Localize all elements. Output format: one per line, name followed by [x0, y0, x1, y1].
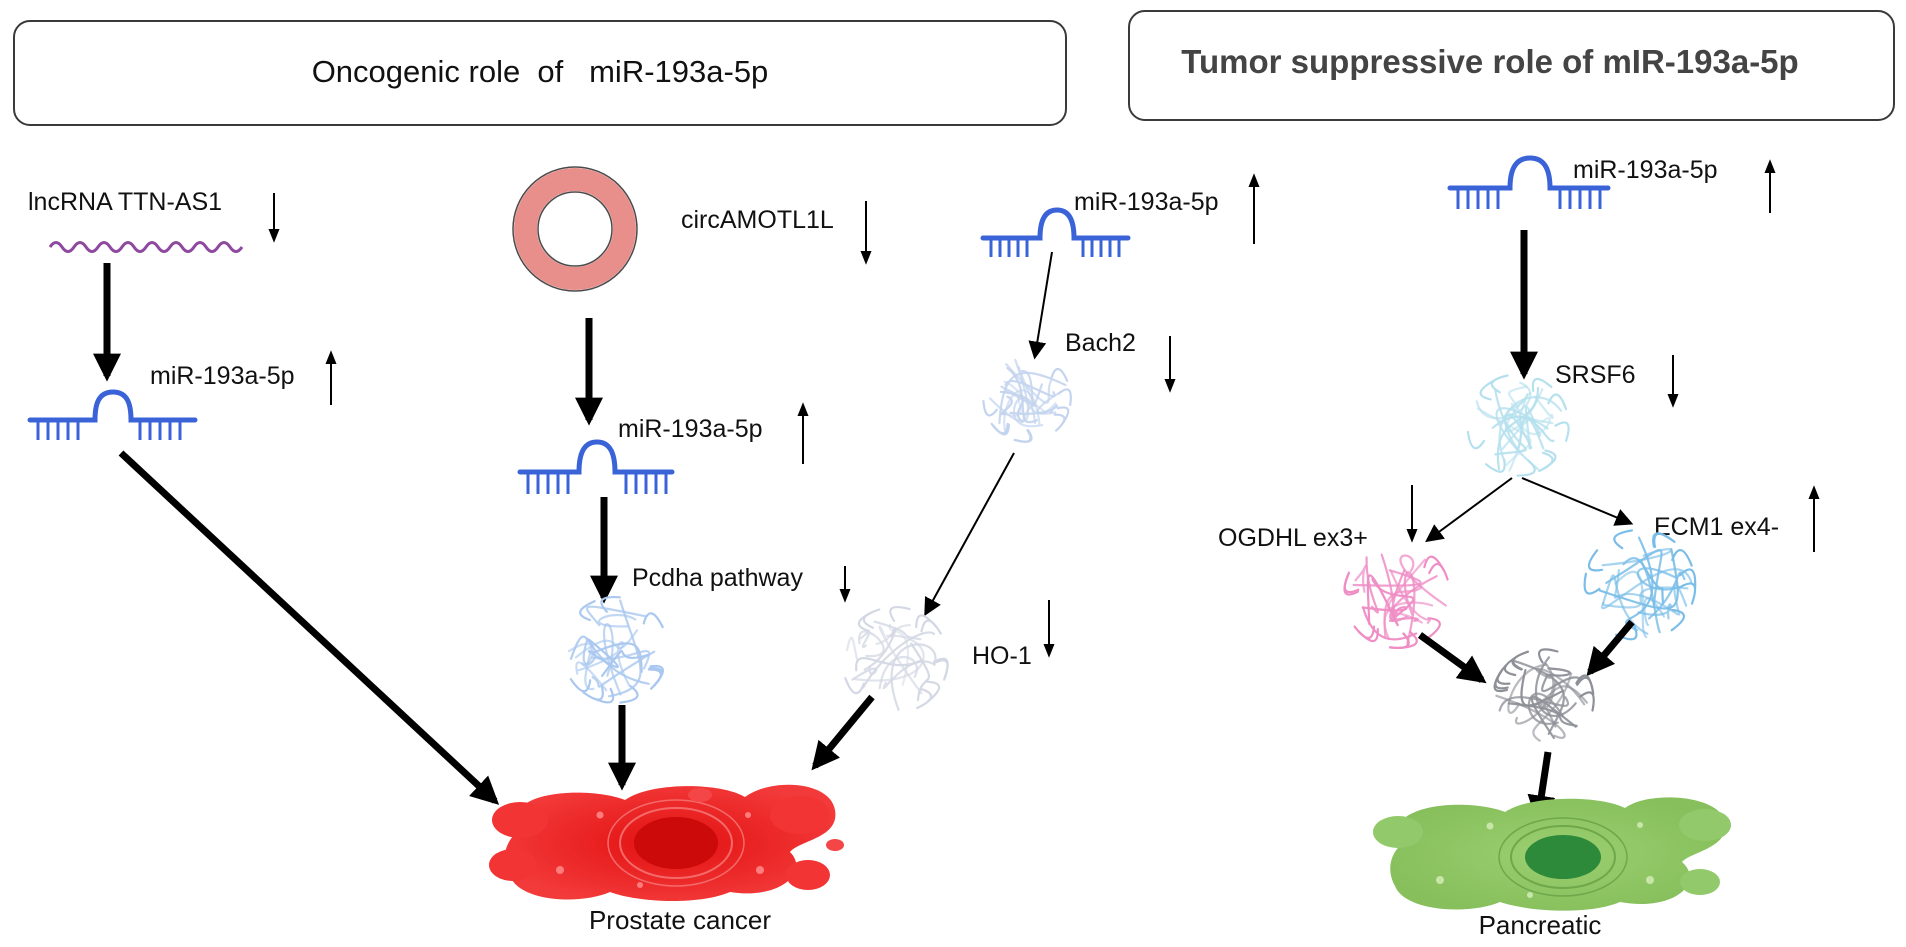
- ogdhl-protein-icon: [1343, 553, 1449, 650]
- pancreatic-cell-icon: [1373, 797, 1731, 911]
- oncogenic-header: Oncogenic role of miR-193a-5p: [13, 20, 1067, 126]
- mirna-icon-center: [517, 439, 675, 494]
- lncrna-wave-icon: [48, 241, 244, 253]
- arrow-ogdhl-to-complex: [1417, 632, 1487, 684]
- mir-left-label: miR-193a-5p: [150, 362, 295, 390]
- suppressive-header: Tumor suppressive role of mIR-193a-5p: [1128, 10, 1895, 121]
- pancreatic-label: Pancreatic: [1479, 910, 1602, 940]
- arrow-mir-to-bach2: [1028, 251, 1053, 360]
- prostate-cancer-label: Prostate cancer: [589, 905, 771, 935]
- arrow-srsf6-to-ogdhl: [1425, 477, 1513, 543]
- mir-center-label: miR-193a-5p: [618, 415, 763, 443]
- ecm1-protein-icon: [1583, 529, 1697, 641]
- pcdha-label: Pcdha pathway: [632, 564, 803, 592]
- complex-protein-icon: [1493, 648, 1595, 742]
- srsf6-label: SRSF6: [1555, 361, 1636, 389]
- mirna-icon-left: [27, 389, 198, 440]
- arrow-srsf6-to-ecm1: [1521, 477, 1634, 526]
- lncrna-label: lncRNA TTN-AS1: [28, 188, 222, 216]
- arrow-ecm1-to-complex: [1586, 619, 1635, 677]
- ho1-protein-icon: [844, 605, 949, 711]
- ecm1-label: ECM1 ex4-: [1654, 513, 1779, 541]
- arrow-bach2-to-ho1: [924, 452, 1015, 617]
- suppressive-header-title: Tumor suppressive role of mIR-193a-5p: [1181, 43, 1798, 80]
- srsf6-protein-icon: [1466, 374, 1570, 477]
- circ-label: circAMOTL1L: [681, 206, 834, 234]
- arrow-ho1-to-prostate: [811, 694, 875, 771]
- circrna-icon: [512, 166, 638, 292]
- mirna-icon-right: [980, 207, 1131, 257]
- oncogenic-header-title: Oncogenic role of miR-193a-5p: [312, 54, 769, 89]
- mir-suppress-label: miR-193a-5p: [1573, 156, 1718, 184]
- bach2-protein-icon: [982, 358, 1072, 443]
- bach2-label: Bach2: [1065, 329, 1136, 357]
- ho1-label: HO-1: [972, 642, 1032, 670]
- ogdhl-label: OGDHL ex3+: [1218, 524, 1368, 552]
- mirna-icon-suppressive: [1447, 155, 1611, 209]
- prostate-cancer-cell-icon: [489, 784, 844, 902]
- arrow-mir-left-to-prostate: [118, 450, 500, 805]
- pcdha-protein-icon: [567, 595, 664, 704]
- mir-right-label: miR-193a-5p: [1074, 188, 1219, 216]
